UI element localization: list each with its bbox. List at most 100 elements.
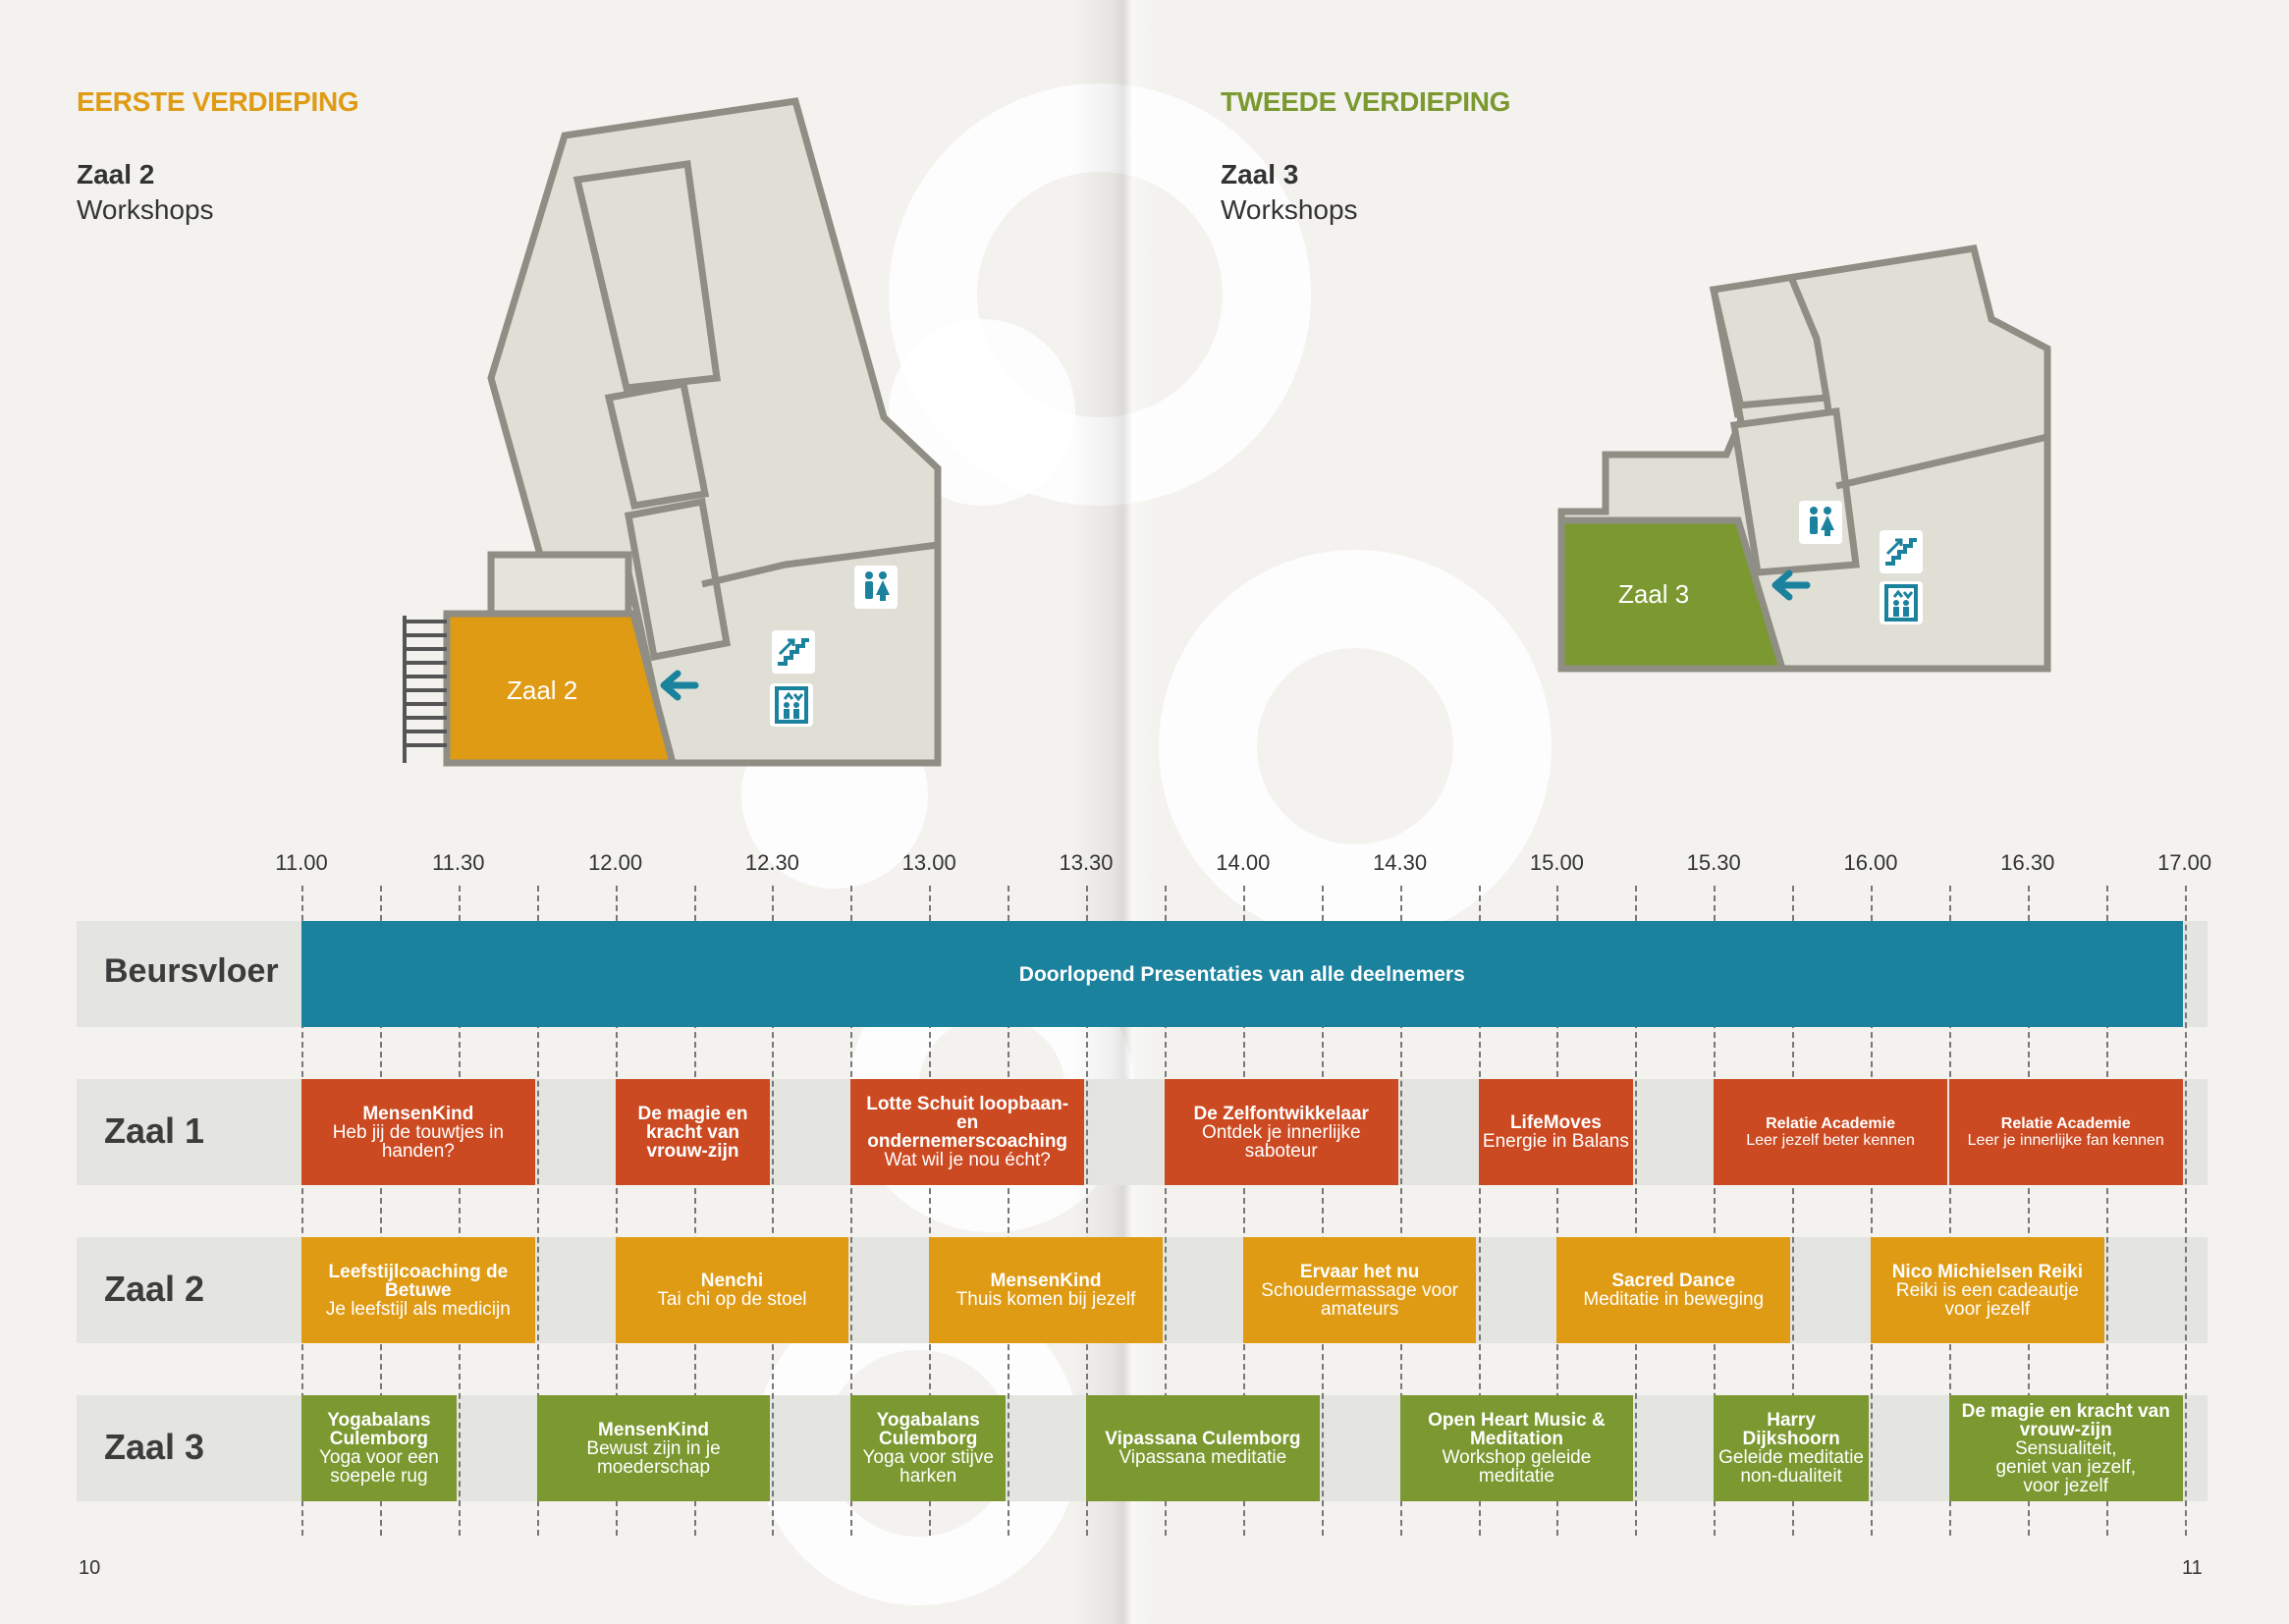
session-title: Vipassana Culemborg [1105,1429,1301,1449]
floor-title-first: EERSTE VERDIEPING [77,86,359,117]
session-title: Relatie Academie [2000,1115,2131,1132]
session-description: moederschap [596,1456,711,1478]
time-label: 16.30 [2000,850,2055,875]
session-description: Wat wil je nou écht? [884,1150,1051,1170]
stairs-icon [772,630,815,674]
time-gridline [536,886,539,1536]
session-title: Yogabalans Culemborg [876,1410,980,1449]
room-subtitle-left: Workshops [77,194,214,225]
session-description: Yoga voor stijve [862,1447,994,1468]
elevator-icon [1880,581,1923,624]
row-label: Zaal 1 [104,1110,205,1151]
time-gridline [1321,886,1324,1536]
session-title: Leefstijlcoaching de Betuwe [328,1261,509,1301]
time-gridline [2105,886,2108,1536]
session-description: harken [899,1466,957,1487]
arrow-left-icon [660,670,699,701]
row-label: Zaal 3 [104,1427,205,1467]
time-label: 14.30 [1373,850,1428,875]
session-description: Bewust zijn in je [586,1437,721,1459]
session-description: saboteur [1244,1140,1318,1162]
time-gridline [379,886,382,1536]
session-description: Energie in Balans [1482,1131,1629,1152]
session-title: MensenKind [362,1103,474,1124]
session-description: voor jezelf [2023,1475,2109,1496]
room-subtitle-right: Workshops [1221,194,1358,225]
session-description: Leer jezelf beter kennen [1746,1132,1915,1149]
time-gridline [693,886,696,1536]
session-description: amateurs [1321,1298,1399,1320]
time-gridline [301,886,303,1536]
time-gridline [772,886,775,1536]
time-label: 14.00 [1216,850,1271,875]
page-number-left: 10 [79,1557,101,1579]
time-gridline [1556,886,1559,1536]
session-description: Leer je innerlijke fan kennen [1967,1132,2164,1149]
time-label: 12.30 [744,850,799,875]
toilet-icon [1799,501,1842,544]
floor-title-second: TWEEDE VERDIEPING [1221,86,1511,117]
stairs-icon [1880,530,1923,573]
time-label: 16.00 [1843,850,1898,875]
time-gridline [1714,886,1717,1536]
session-description: Yoga voor een [318,1447,439,1468]
session-description: Heb jij de touwtjes in [332,1121,504,1143]
time-gridline [929,886,932,1536]
floor-plan-second [1557,244,2051,673]
time-gridline [1242,886,1245,1536]
session-block[interactable]: De magie en kracht van vrouw-zijn [615,1079,771,1185]
session-description: Tai chi op de stoel [657,1289,807,1310]
session-title: De magie en kracht van vrouw-zijn [1961,1400,2170,1440]
time-gridline [1635,886,1638,1536]
time-label: 15.30 [1686,850,1741,875]
session-description: Ontdek je innerlijke [1201,1121,1361,1143]
session-description: soepele rug [330,1466,428,1487]
page-fold [1070,0,1159,1624]
time-gridline [2184,886,2187,1536]
plan-label-zaal-2: Zaal 2 [507,676,578,705]
session-block[interactable]: Lotte Schuit loopbaan- en ondernemerscoa… [850,1079,1084,1185]
session-title: Nico Michielsen Reiki [1891,1261,2083,1282]
time-gridline [1008,886,1010,1536]
session-description: Je leefstijl als medicijn [325,1298,511,1320]
session-title: De Zelfontwikkelaar [1193,1103,1369,1124]
session-description: Vipassana meditatie [1118,1447,1287,1468]
session-description: handen? [381,1140,455,1162]
time-label: 11.30 [432,850,485,875]
time-gridline [2027,886,2030,1536]
beurs-session-block[interactable]: Doorlopend Presentaties van alle deelnem… [301,921,2183,1027]
session-description: non-dualiteit [1740,1466,1842,1487]
row-label: Beursvloer [104,952,279,990]
session-description: Reiki is een cadeautje [1895,1279,2079,1301]
plan-label-zaal-3: Zaal 3 [1618,579,1690,609]
session-description: meditatie [1478,1466,1554,1487]
time-gridline [1948,886,1951,1536]
session-title: MensenKind [990,1271,1102,1291]
page-number-right: 11 [2182,1557,2203,1579]
session-description: Workshop geleide [1442,1447,1592,1468]
session-description: voor jezelf [1944,1298,2031,1320]
session-description: Sensualiteit, [2014,1437,2117,1459]
room-name-left: Zaal 2 [77,159,155,189]
time-gridline [1871,886,1873,1536]
session-description: Thuis komen bij jezelf [955,1289,1136,1310]
time-label: 13.30 [1059,850,1114,875]
